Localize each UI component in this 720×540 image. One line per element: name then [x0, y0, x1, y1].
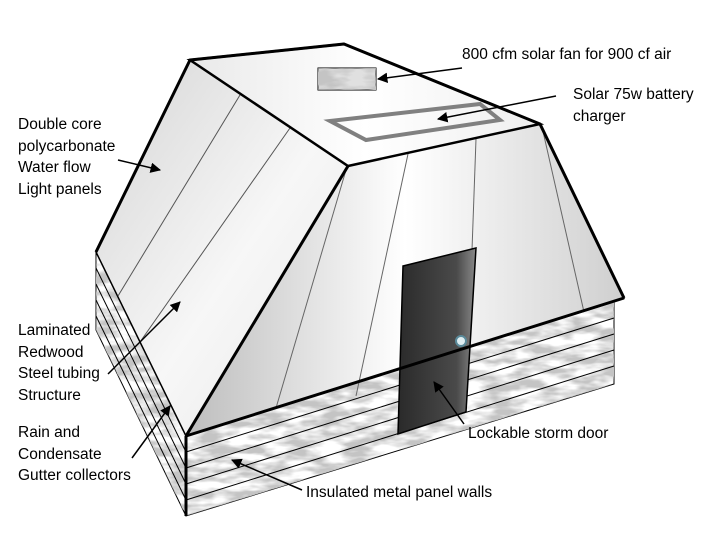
- callout-arrows: [107, 67, 557, 491]
- redwood-label-line: Steel tubing: [18, 365, 100, 382]
- fan-label-line: 800 cfm solar fan for 900 cf air: [462, 46, 672, 63]
- door-label: Lockable storm door: [468, 423, 608, 445]
- fan-label: 800 cfm solar fan for 900 cf air: [462, 44, 671, 66]
- gutter-label-line: Condensate: [18, 445, 102, 463]
- polycarbonate-label: Double core polycarbonate Water flow Lig…: [18, 114, 115, 200]
- arrow-polycarbonate: [117, 159, 162, 173]
- gutter-label-line: Rain and: [18, 424, 81, 441]
- redwood-label-line: Laminated: [18, 322, 91, 339]
- storm-door: [397, 247, 477, 436]
- redwood-label-line: Redwood: [18, 343, 84, 361]
- polycarbonate-label-line: polycarbonate: [18, 137, 116, 155]
- arrow-door: [433, 381, 465, 425]
- polycarbonate-label-line: Water flow: [18, 159, 91, 176]
- arrow-fan: [376, 67, 463, 83]
- arrow-gutter: [131, 405, 171, 459]
- redwood-structure-label: Laminated Redwood Steel tubing Structure: [18, 320, 100, 406]
- frame-outline: [94, 42, 626, 516]
- arrow-walls: [231, 458, 303, 491]
- polycarbonate-label-line: Light panels: [18, 180, 102, 198]
- walls-label-line: Insulated metal panel walls: [306, 484, 493, 501]
- gutter-label-line: Gutter collectors: [18, 467, 131, 484]
- arrow-solar: [436, 95, 557, 123]
- redwood-label-line: Structure: [18, 386, 81, 404]
- door-knob: [455, 335, 467, 347]
- walls-label: Insulated metal panel walls: [306, 482, 492, 504]
- solar-battery-charger-panel: [323, 101, 505, 143]
- gutter-label: Rain and Condensate Gutter collectors: [18, 422, 131, 487]
- left-wall-base: [95, 251, 187, 517]
- solar-charger-label-line: Solar 75w battery: [573, 86, 694, 103]
- solar-fan-unit: [317, 67, 377, 91]
- solar-charger-label: Solar 75w battery charger: [573, 84, 694, 127]
- arrow-redwood: [107, 301, 181, 375]
- door-label-line: Lockable storm door: [468, 425, 609, 442]
- polycarbonate-label-line: Double core: [18, 116, 102, 133]
- solar-charger-label-line: charger: [573, 107, 626, 125]
